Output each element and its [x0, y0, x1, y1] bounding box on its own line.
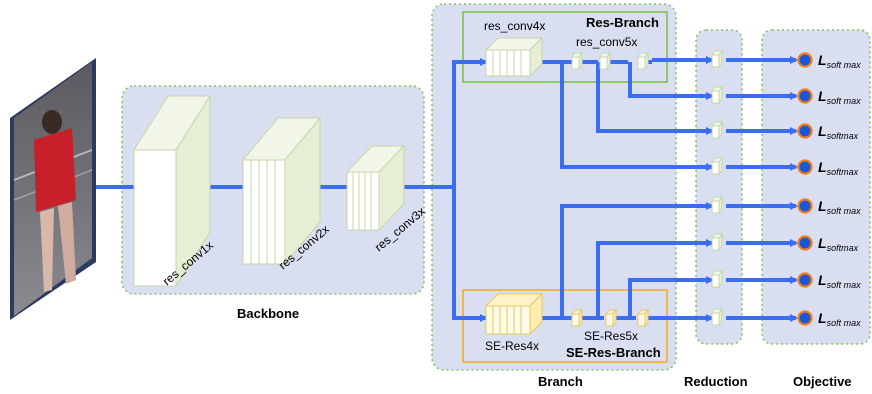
pedestrian-image [10, 58, 96, 320]
loss-dot-icon [797, 310, 813, 326]
loss-dot-icon [797, 198, 813, 214]
res-conv5x-label: res_conv5x [576, 35, 637, 49]
reduction-block [711, 49, 723, 69]
loss-label: Lsoftmax [818, 159, 859, 177]
loss-node: Lsoftmax [797, 235, 859, 253]
loss-label: Lsoftmax [818, 123, 859, 141]
se-res5x-label: SE-Res5x [584, 329, 638, 343]
res-conv5x-blocks [571, 51, 649, 71]
backbone-label: Backbone [237, 306, 299, 321]
loss-label: Lsoft max [818, 272, 861, 290]
reduction-block [711, 269, 723, 289]
reduction-blocks [711, 49, 723, 327]
res-conv4x-label: res_conv4x [484, 19, 545, 33]
loss-dot-icon [797, 235, 813, 251]
reduction-block [711, 307, 723, 327]
res-branch-box [462, 11, 668, 83]
res-conv1x-block [133, 94, 211, 288]
se-res4x-block [484, 292, 544, 336]
loss-dot-icon [797, 88, 813, 104]
loss-dot-icon [797, 52, 813, 68]
reduction-label: Reduction [684, 374, 748, 389]
reduction-block [711, 195, 723, 215]
res-conv2x-block [241, 116, 322, 266]
loss-node: Lsoft max [797, 198, 861, 216]
objective-label: Objective [793, 374, 852, 389]
loss-dot-icon [797, 123, 813, 139]
loss-label: Lsoft max [818, 88, 861, 106]
res-branch-label: Res-Branch [586, 15, 659, 30]
loss-dot-icon [797, 272, 813, 288]
objective-panel [761, 29, 871, 345]
loss-label: Lsoft max [818, 310, 861, 328]
reduction-block [711, 156, 723, 176]
res-conv4x-block [484, 36, 544, 78]
loss-node: Lsoftmax [797, 123, 859, 141]
branch-panel [431, 3, 677, 371]
reduction-panel [695, 29, 743, 345]
loss-node: Lsoft max [797, 272, 861, 290]
reduction-block [711, 232, 723, 252]
se-res-branch-box [462, 289, 668, 363]
branch-label: Branch [538, 374, 583, 389]
loss-node: Lsoft max [797, 52, 861, 70]
loss-label: Lsoftmax [818, 235, 859, 253]
loss-label: Lsoft max [818, 198, 861, 216]
loss-node: Lsoft max [797, 88, 861, 106]
loss-node: Lsoft max [797, 310, 861, 328]
loss-node: Lsoftmax [797, 159, 859, 177]
reduction-block [711, 85, 723, 105]
reduction-block [711, 120, 723, 140]
se-res5x-blocks [571, 308, 649, 328]
se-res-branch-label: SE-Res-Branch [566, 345, 661, 360]
res-conv3x-block [345, 144, 406, 232]
flow-lines [96, 56, 798, 322]
loss-dot-icon [797, 159, 813, 175]
se-res4x-label: SE-Res4x [485, 339, 539, 353]
loss-label: Lsoft max [818, 52, 861, 70]
